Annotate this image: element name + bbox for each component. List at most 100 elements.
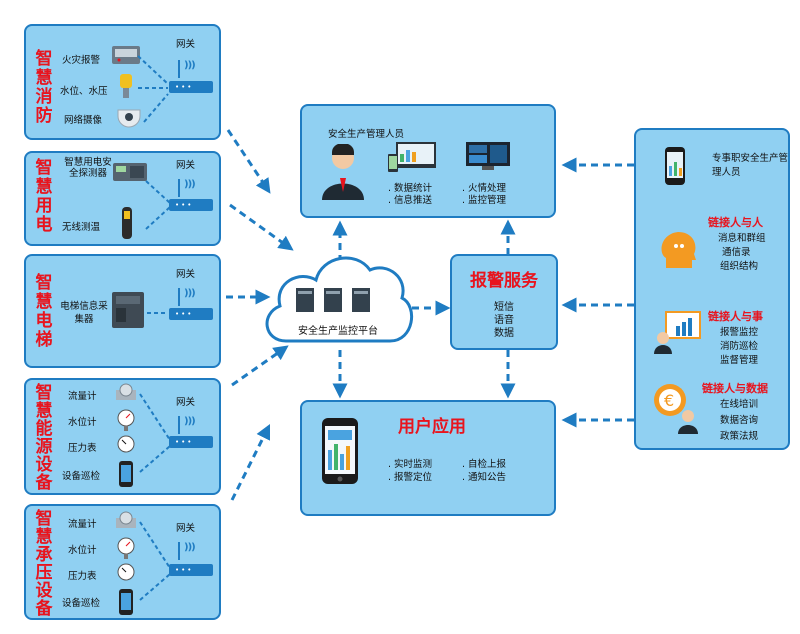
device-to-gateway-links (139, 521, 171, 601)
group-item: 组织结构 (720, 261, 759, 272)
device-label: 流量计 (68, 519, 97, 530)
group-item: 数据咨询 (720, 415, 759, 426)
antenna-icon (178, 60, 180, 78)
presentation-board-icon (654, 311, 701, 354)
device-label: 压力表 (68, 571, 97, 582)
wifi-signal-icon: ))) (184, 60, 196, 71)
user-app-box: 用户应用 . 实时监测 . 报警定位 . 自检上报 . 通知公告 (300, 400, 556, 516)
staff-label: 专事职安全生产管理人员 (712, 153, 789, 178)
network-camera-icon (117, 109, 141, 128)
management-item: . 监控管理 (462, 195, 507, 206)
group-title: 链接人与数据 (702, 382, 768, 395)
monitor-dashboard-icon (466, 142, 510, 170)
group-item: 政策法规 (720, 431, 759, 442)
wifi-signal-icon: ))) (184, 416, 196, 427)
gateway-label: 网关 (176, 523, 196, 534)
gateway-label: 网关 (176, 160, 196, 171)
group-item: 在线培训 (720, 399, 759, 410)
cloud-platform-icon (265, 256, 413, 343)
device-label: 水位、水压 (60, 86, 108, 97)
group-item: 消息和群组 (718, 233, 766, 244)
device-to-gateway-links (137, 55, 169, 123)
power-detector-icon (113, 163, 147, 181)
head-communication-icon (661, 232, 696, 268)
right-panel: 专事职安全生产管理人员 链接人与人 消息和群组 通信录 组织结构 链接人与事 报… (634, 128, 790, 450)
arrow-energy-to-platform (231, 345, 289, 387)
manager-avatar-icon (322, 144, 364, 200)
management-box: 安全生产管理人员 . 数据统计 . 信息推送 . 火情处理 . 监控管理 (300, 104, 556, 218)
device-label: 设备巡检 (62, 598, 101, 609)
wireless-temp-sensor-icon (122, 207, 132, 239)
wifi-signal-icon: ))) (184, 288, 196, 299)
app-item: . 自检上报 (462, 459, 507, 470)
device-label: 设备巡检 (62, 471, 101, 482)
wifi-signal-icon: ))) (184, 179, 196, 190)
module-title: 智慧消防 (35, 49, 53, 126)
pressure-gauge-icon (117, 563, 135, 581)
alarm-item: 数据 (494, 328, 514, 339)
alarm-service-box: 报警服务 短信 语音 数据 (450, 254, 558, 350)
mobile-inspection-icon (119, 589, 133, 615)
group-title: 链接人与事 (708, 310, 763, 323)
flow-meter-icon (116, 511, 136, 528)
module-title: 智慧电梯 (35, 273, 53, 350)
management-item: . 数据统计 (388, 183, 433, 194)
group-item: 监督管理 (720, 355, 759, 366)
svg-text:€: € (664, 391, 674, 410)
gateway-icon: ••• (169, 564, 213, 576)
fire-alarm-panel-icon (112, 46, 140, 64)
app-item: . 实时监测 (388, 459, 433, 470)
device-label: 电梯信息采集器 (60, 301, 108, 325)
antenna-icon (178, 288, 180, 306)
group-item: 通信录 (722, 247, 751, 258)
gateway-icon: ••• (169, 81, 213, 93)
gateway-label: 网关 (176, 397, 196, 408)
devices-stats-icon (388, 142, 436, 172)
module-fire: 智慧消防 火灾报警 水位、水压 网络摄像 网关 ))) ••• (24, 24, 221, 140)
gateway-icon: ••• (169, 436, 213, 448)
user-app-title: 用户应用 (398, 417, 466, 437)
device-label: 水位计 (68, 545, 97, 556)
group-title: 链接人与人 (708, 216, 763, 229)
module-pressure: 智慧承压设备 流量计 水位计 压力表 设备巡检 网关 ))) ••• (24, 504, 221, 620)
antenna-icon (178, 416, 180, 434)
module-title: 智慧能源设备 (35, 383, 53, 493)
module-title: 智慧承压设备 (35, 509, 53, 619)
device-label: 网络摄像 (64, 115, 103, 126)
module-energy: 智慧能源设备 流量计 水位计 压力表 设备巡检 网关 ))) ••• (24, 378, 221, 495)
app-item: . 报警定位 (388, 472, 433, 483)
device-label: 流量计 (68, 391, 97, 402)
antenna-icon (178, 179, 180, 197)
management-item: . 火情处理 (462, 183, 507, 194)
pressure-gauge-icon (117, 435, 135, 453)
device-to-gateway-links (145, 180, 171, 230)
alarm-item: 语音 (494, 315, 514, 326)
mobile-inspection-icon (119, 461, 133, 487)
water-level-gauge-icon (117, 537, 135, 559)
device-to-gateway-links (147, 312, 168, 314)
mobile-phone-icon (665, 147, 685, 185)
group-item: 消防巡检 (720, 341, 759, 352)
flow-meter-icon (116, 383, 136, 400)
water-level-gauge-icon (117, 409, 135, 431)
module-title: 智慧用电 (35, 158, 53, 235)
device-label: 智慧用电安全探测器 (64, 157, 112, 179)
group-item: 报警监控 (720, 327, 759, 338)
arrow-power-to-platform (229, 203, 294, 251)
device-label: 水位计 (68, 417, 97, 428)
device-label: 无线测温 (62, 222, 101, 233)
arrow-fire-to-platform (226, 129, 271, 194)
management-item: . 信息推送 (388, 195, 433, 206)
euro-data-person-icon: € (654, 384, 698, 434)
gateway-icon: ••• (169, 199, 213, 211)
elevator-collector-icon (112, 292, 144, 328)
water-pressure-sensor-icon (120, 74, 132, 98)
module-power: 智慧用电 智慧用电安全探测器 无线测温 网关 ))) ••• (24, 151, 221, 246)
gateway-label: 网关 (176, 39, 196, 50)
arrow-pressure-to-platform (230, 423, 271, 501)
smartphone-icon (322, 418, 358, 484)
app-item: . 通知公告 (462, 472, 507, 483)
device-label: 火灾报警 (62, 55, 101, 66)
alarm-item: 短信 (494, 302, 514, 313)
alarm-title: 报警服务 (470, 271, 538, 291)
